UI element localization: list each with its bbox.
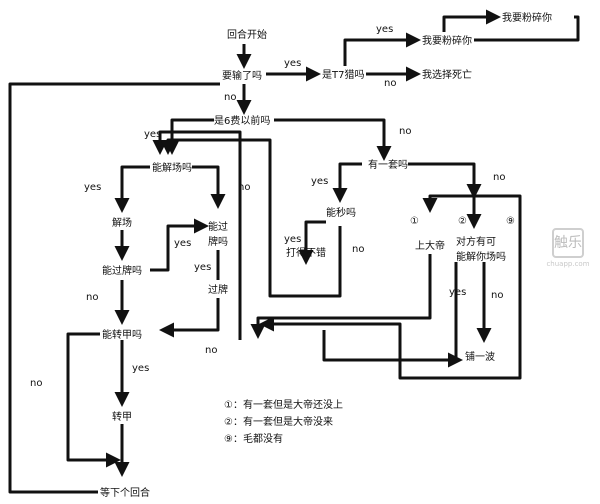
edge-before6-no xyxy=(274,118,392,161)
node-can-clear: 能解场吗 xyxy=(152,161,192,174)
edge-canpass2-no xyxy=(152,130,242,340)
label-no: no xyxy=(30,378,42,389)
node-pass-taunt: 过牌 xyxy=(208,283,228,296)
edge-pass-to-armor xyxy=(159,298,220,338)
edge-combo-case1 xyxy=(422,194,474,213)
node-losing: 要输了吗 xyxy=(222,69,262,82)
case-marker-9: ⑨ xyxy=(506,216,515,227)
label-yes: yes xyxy=(284,58,301,69)
label-yes: yes xyxy=(311,176,328,187)
node-crush-you: 我要粉碎你 xyxy=(422,34,472,47)
edge-crush-loop-back xyxy=(474,15,580,42)
edge-cankill-yes xyxy=(298,220,326,265)
label-no: no xyxy=(238,182,250,193)
edge-combo-yes xyxy=(332,162,362,203)
node-opp-can-clear-b: 能解你场吗 xyxy=(456,250,506,263)
edge-canclear-yes xyxy=(114,165,150,213)
label-yes: yes xyxy=(449,287,466,298)
label-no: no xyxy=(86,292,98,303)
node-crush-you-2: 我要粉碎你 xyxy=(502,11,552,24)
node-turn-armor: 转甲 xyxy=(112,410,132,423)
node-opp-can-clear-a: 对方有可 xyxy=(456,235,496,248)
edge-fill-back xyxy=(322,330,456,362)
case-marker-2: ② xyxy=(458,216,467,227)
edge-oppclear-yes xyxy=(448,262,463,368)
edge-t7-yes xyxy=(343,32,421,66)
node-is-t7-hunter: 是T7猎吗 xyxy=(322,68,364,81)
label-no: no xyxy=(493,172,505,183)
node-round-start: 回合开始 xyxy=(227,28,267,41)
edge-cankill-no xyxy=(160,138,342,298)
logo-site: chuapp.com xyxy=(546,260,590,268)
edge-canpass-yes xyxy=(150,218,209,272)
edge-canclear-no xyxy=(192,165,226,209)
label-yes: yes xyxy=(132,363,149,374)
label-no: no xyxy=(224,92,236,103)
edge-crush-loop xyxy=(442,9,501,32)
legend-item: ②：有一套但是大帝没来 xyxy=(224,415,333,428)
node-wait-next-round: 等下个回合 xyxy=(100,486,150,499)
label-no: no xyxy=(352,244,364,255)
label-yes: yes xyxy=(174,238,191,249)
nodes: 回合开始 要输了吗 是T7猎吗 我选择死亡 我要粉碎你 我要粉碎你 是6费以前吗… xyxy=(100,11,552,499)
node-can-pass-taunt-2a: 能过 xyxy=(208,220,228,233)
edge-armor-no xyxy=(66,332,121,468)
legend-item: ①：有一套但是大帝还没上 xyxy=(224,398,343,411)
label-no: no xyxy=(205,345,217,356)
label-yes: yes xyxy=(144,129,161,140)
node-play-emperor: 上大帝 xyxy=(415,239,445,252)
node-choose-death: 我选择死亡 xyxy=(422,68,472,81)
edges xyxy=(8,9,580,494)
legend-item: ⑨：毛都没有 xyxy=(224,432,283,445)
edge-loop-to-losing xyxy=(8,82,220,494)
chuapp-logo: 触乐 chuapp.com xyxy=(542,228,594,268)
logo-glyph: 触乐 xyxy=(552,228,584,258)
edge-combo-no xyxy=(408,162,482,199)
node-can-kill: 能秒吗 xyxy=(326,206,356,219)
label-yes: yes xyxy=(284,234,301,245)
label-no: no xyxy=(399,126,411,137)
label-yes: yes xyxy=(376,24,393,35)
label-no: no xyxy=(384,78,396,89)
node-can-pass-taunt: 能过牌吗 xyxy=(102,264,142,277)
node-hit-is-fine: 打得不错 xyxy=(286,246,326,259)
node-before-6-mana: 是6费以前吗 xyxy=(214,114,270,127)
node-can-pass-taunt-2b: 牌吗 xyxy=(208,235,228,248)
label-yes: yes xyxy=(194,262,211,273)
label-no: no xyxy=(491,290,503,301)
edge-labels: yes yes no no yes no yes no yes no yes y… xyxy=(30,24,505,389)
node-clear: 解场 xyxy=(112,216,132,229)
node-fill-wave: 铺一波 xyxy=(465,350,495,363)
legend: ①：有一套但是大帝还没上 ②：有一套但是大帝没来 ⑨：毛都没有 xyxy=(224,398,343,445)
edge-combo-case9 xyxy=(259,194,522,380)
edge-emperor-back xyxy=(250,254,432,339)
node-can-turn-armor: 能转甲吗 xyxy=(102,328,142,341)
case-marker-1: ① xyxy=(410,216,419,227)
edge-before6-yes xyxy=(164,118,214,155)
label-yes: yes xyxy=(84,182,101,193)
node-have-combo: 有一套吗 xyxy=(368,158,408,171)
